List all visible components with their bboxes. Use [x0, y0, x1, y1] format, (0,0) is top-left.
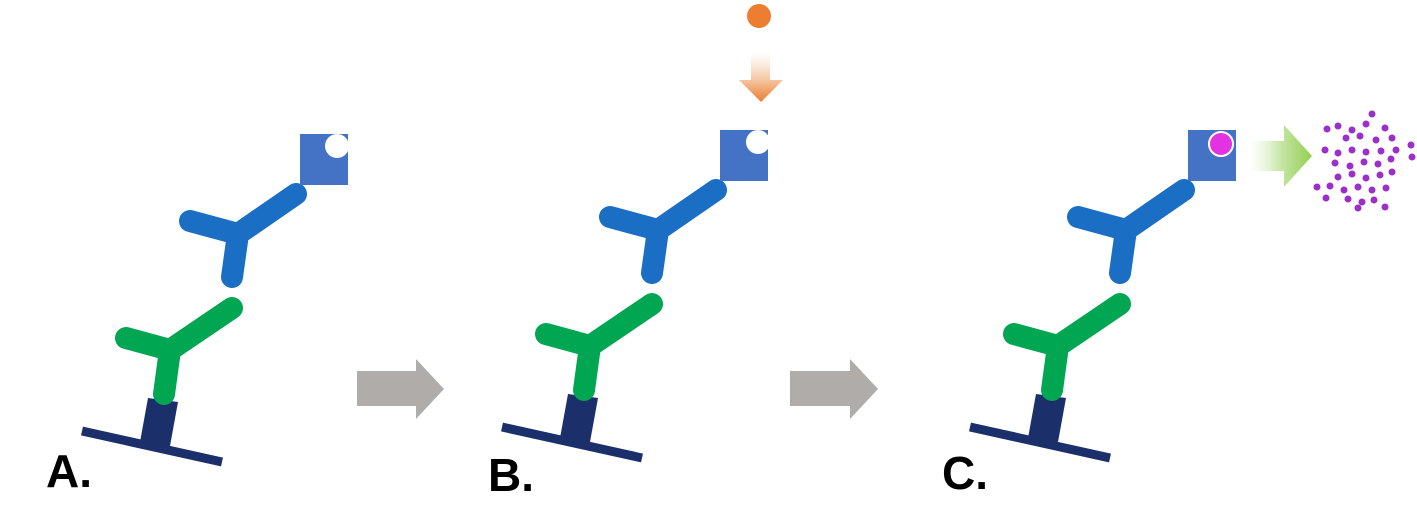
panel-a: [82, 134, 349, 462]
right-arrow-icon: [1250, 125, 1312, 187]
panel-label-b: B.: [488, 449, 534, 501]
enzyme-active-site-b: [746, 130, 770, 154]
bound-substrate: [1208, 131, 1234, 157]
panel-b: [502, 4, 783, 458]
right-arrow-icon: [790, 359, 878, 419]
immunocomplex-c: [970, 130, 1236, 458]
immunocomplex-a: [82, 134, 348, 462]
right-arrow-icon: [357, 359, 444, 419]
immunocomplex-b: [502, 130, 768, 458]
enzyme-active-site-a: [325, 134, 349, 158]
panel-c: [970, 110, 1416, 459]
panel-label-c: C.: [942, 447, 988, 499]
panel-label-a: A.: [46, 445, 92, 497]
substrate-molecule: [747, 4, 771, 28]
product-particles: [1313, 110, 1416, 212]
down-arrow-icon: [739, 52, 783, 102]
